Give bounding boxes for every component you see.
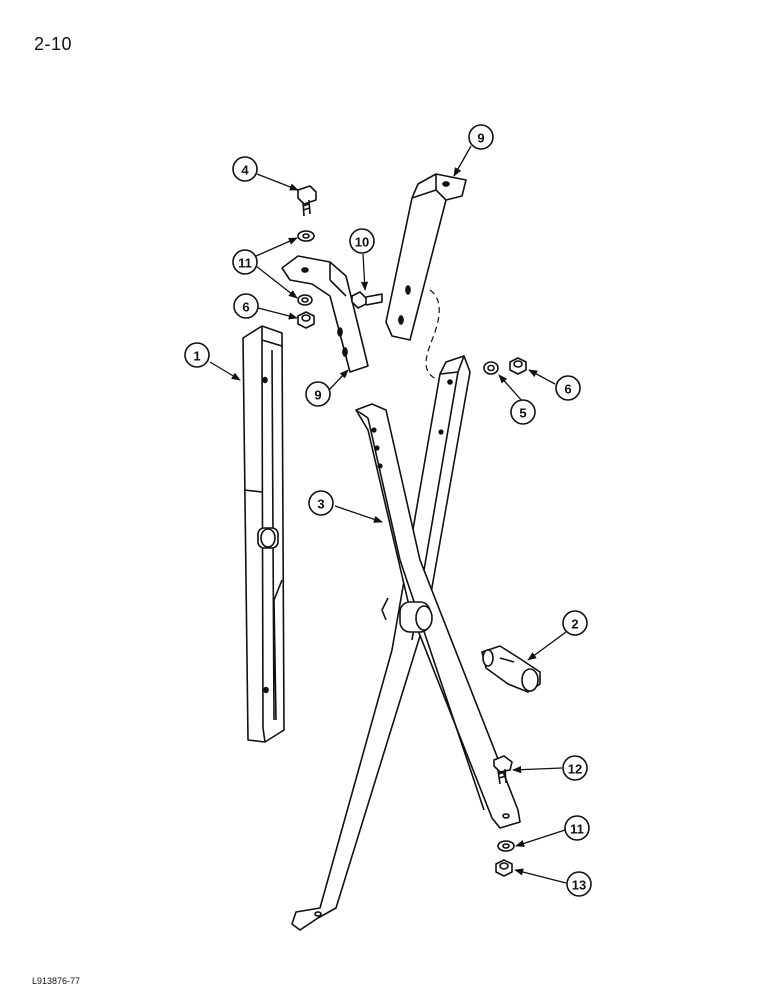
callout-5-washer-right: 5 bbox=[510, 399, 536, 425]
leader-6a bbox=[257, 307, 298, 320]
callout-label: 6 bbox=[564, 382, 571, 397]
leader-9a bbox=[328, 369, 349, 391]
bracket-left-part bbox=[281, 255, 369, 373]
x-frame-part bbox=[291, 355, 521, 931]
leader-4 bbox=[256, 173, 299, 191]
washer-top-part bbox=[297, 230, 315, 242]
cap-screw-part bbox=[297, 185, 317, 217]
leader-11a-1 bbox=[255, 237, 298, 257]
nut-right-part bbox=[509, 357, 527, 375]
pivot-pin-part bbox=[481, 645, 541, 693]
slide-bar-part bbox=[242, 325, 285, 743]
callout-9-bracket-left: 9 bbox=[305, 381, 331, 407]
washer-mid-part bbox=[297, 294, 313, 306]
leader-6b bbox=[528, 369, 556, 385]
callout-11-washer-top: 11 bbox=[232, 249, 258, 275]
callout-4-cap-screw-top: 4 bbox=[232, 156, 258, 182]
leader-5 bbox=[498, 374, 524, 403]
leader-12 bbox=[512, 766, 563, 774]
alignment-dashed-line bbox=[425, 289, 440, 381]
callout-label: 13 bbox=[572, 878, 586, 893]
bracket-right-part bbox=[385, 173, 467, 341]
leader-1 bbox=[209, 361, 241, 381]
callout-label: 2 bbox=[571, 617, 578, 632]
callout-1-slide-bar: 1 bbox=[184, 342, 210, 368]
washer-bottom-part bbox=[497, 840, 515, 852]
leader-3 bbox=[334, 505, 383, 523]
nut-bottom-part bbox=[495, 859, 513, 877]
callout-label: 12 bbox=[568, 762, 582, 777]
callout-3-x-frame: 3 bbox=[308, 490, 334, 516]
leader-11a-2 bbox=[255, 265, 298, 299]
bolt-bracket-part bbox=[351, 291, 383, 309]
leader-11b bbox=[515, 829, 566, 847]
leader-9b bbox=[453, 145, 472, 177]
bolt-bottom-part bbox=[493, 755, 513, 785]
callout-label: 9 bbox=[477, 131, 484, 146]
callout-label: 10 bbox=[355, 235, 369, 250]
callout-12-bolt-bottom: 12 bbox=[562, 755, 588, 781]
callout-2-pivot-pin: 2 bbox=[562, 610, 588, 636]
leader-13 bbox=[514, 868, 567, 884]
leader-10 bbox=[360, 253, 369, 291]
nut-left-part bbox=[297, 311, 315, 329]
callout-11-washer-bottom: 11 bbox=[564, 815, 590, 841]
callout-label: 3 bbox=[317, 497, 324, 512]
callout-label: 9 bbox=[314, 388, 321, 403]
callout-label: 11 bbox=[238, 256, 252, 271]
leader-2 bbox=[527, 631, 567, 661]
callout-13-nut-bottom: 13 bbox=[566, 871, 592, 897]
callout-6-nut-left: 6 bbox=[233, 293, 259, 319]
callout-label: 6 bbox=[242, 300, 249, 315]
callout-label: 4 bbox=[241, 163, 249, 178]
callout-6-nut-right: 6 bbox=[555, 375, 581, 401]
callout-label: 1 bbox=[193, 349, 200, 364]
page-number: 2-10 bbox=[34, 34, 73, 54]
callout-9-bracket-right: 9 bbox=[468, 124, 494, 150]
washer-right-part bbox=[483, 361, 499, 375]
callout-label: 5 bbox=[519, 406, 526, 421]
callout-10-bolt-bracket: 10 bbox=[349, 228, 375, 254]
figure-code: L913876-77 bbox=[32, 976, 81, 986]
callout-label: 11 bbox=[570, 822, 584, 837]
